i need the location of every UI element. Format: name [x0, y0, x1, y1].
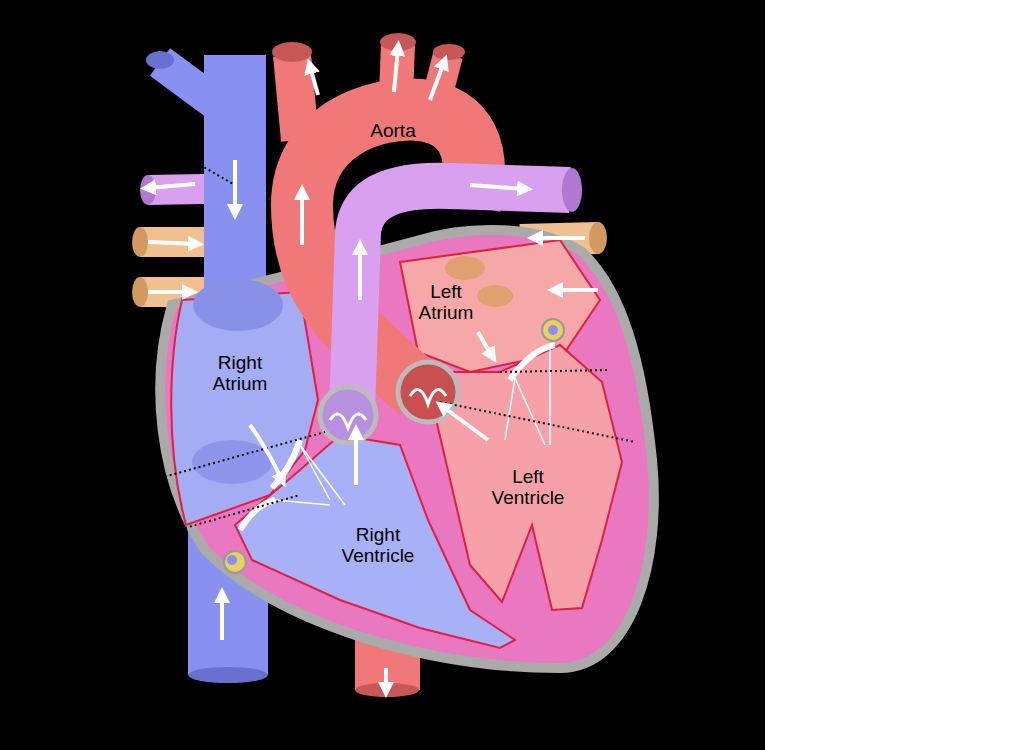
flow-arrows — [430, 62, 444, 100]
pulmonary-trunk — [352, 186, 570, 412]
valves — [240, 500, 275, 530]
coronary-vessels — [227, 555, 237, 565]
pulmonary-veins — [132, 227, 148, 257]
flow-arrows — [148, 290, 190, 294]
aorta — [302, 110, 474, 392]
chamber-label: Left Ventricle — [482, 467, 574, 509]
left-atrium — [477, 285, 513, 307]
flow-arrows — [470, 185, 525, 189]
pulmonary-trunk — [562, 168, 582, 212]
valves — [330, 414, 366, 428]
right-atrium — [192, 440, 272, 484]
pulmonary-trunk — [352, 168, 582, 412]
coronary-vessels — [224, 551, 246, 573]
chordae-tendineae — [275, 348, 550, 505]
left-atrium — [445, 256, 485, 280]
background — [0, 0, 765, 750]
chamber-label: Right Ventricle — [332, 525, 424, 567]
background — [765, 0, 1024, 750]
inferior-vena-cava — [188, 667, 268, 683]
flow-arrows — [384, 668, 388, 690]
flow-arrows — [250, 425, 282, 480]
flow-arrows — [555, 288, 598, 292]
flow-arrows — [233, 160, 237, 212]
flow-arrows — [148, 184, 195, 188]
chordae-tendineae — [300, 445, 345, 505]
flow-arrows — [310, 66, 318, 95]
chordae-tendineae — [549, 348, 551, 445]
flow-arrows — [478, 332, 492, 356]
chamber-label: Left Atrium — [411, 282, 481, 324]
coronary-vessels — [542, 319, 564, 341]
pulmonary-veins — [140, 227, 215, 257]
section-lines — [160, 165, 635, 528]
left-atrium — [400, 240, 600, 372]
chordae-tendineae — [505, 378, 515, 440]
aorta-branches — [433, 44, 465, 60]
flow-arrows — [148, 48, 598, 690]
chamber-label: Right Atrium — [200, 353, 280, 395]
flow-arrows — [148, 242, 196, 244]
flow-arrows — [394, 48, 398, 92]
aorta-branches — [272, 42, 312, 62]
coronary-vessels — [224, 319, 564, 573]
flow-arrows — [354, 432, 358, 485]
section-lines — [440, 402, 635, 442]
valves — [320, 387, 376, 443]
left-atrium — [400, 240, 600, 372]
superior-vena-cava — [146, 51, 235, 310]
valves — [510, 345, 555, 380]
pulmonary-veins — [589, 222, 607, 254]
section-lines — [200, 165, 235, 185]
flow-arrows — [535, 236, 585, 240]
superior-vena-cava — [204, 55, 266, 310]
pulmonary-artery-left — [140, 175, 156, 205]
chordae-tendineae — [300, 445, 330, 500]
section-lines — [160, 432, 325, 478]
coronary-vessels — [548, 325, 558, 335]
flow-arrows — [442, 406, 488, 440]
flow-arrows — [358, 247, 362, 300]
section-lines — [185, 495, 300, 528]
heart-wall — [160, 230, 654, 668]
superior-vena-cava — [146, 51, 174, 69]
chordae-tendineae — [515, 378, 545, 445]
heart-wall — [160, 230, 654, 668]
pulmonary-veins — [132, 277, 148, 307]
flow-arrows — [220, 595, 224, 640]
flow-arrows — [300, 192, 304, 245]
vessel-label: Aorta — [333, 121, 453, 142]
right-atrium — [193, 279, 283, 331]
section-lines — [500, 370, 610, 372]
aorta — [302, 110, 474, 392]
